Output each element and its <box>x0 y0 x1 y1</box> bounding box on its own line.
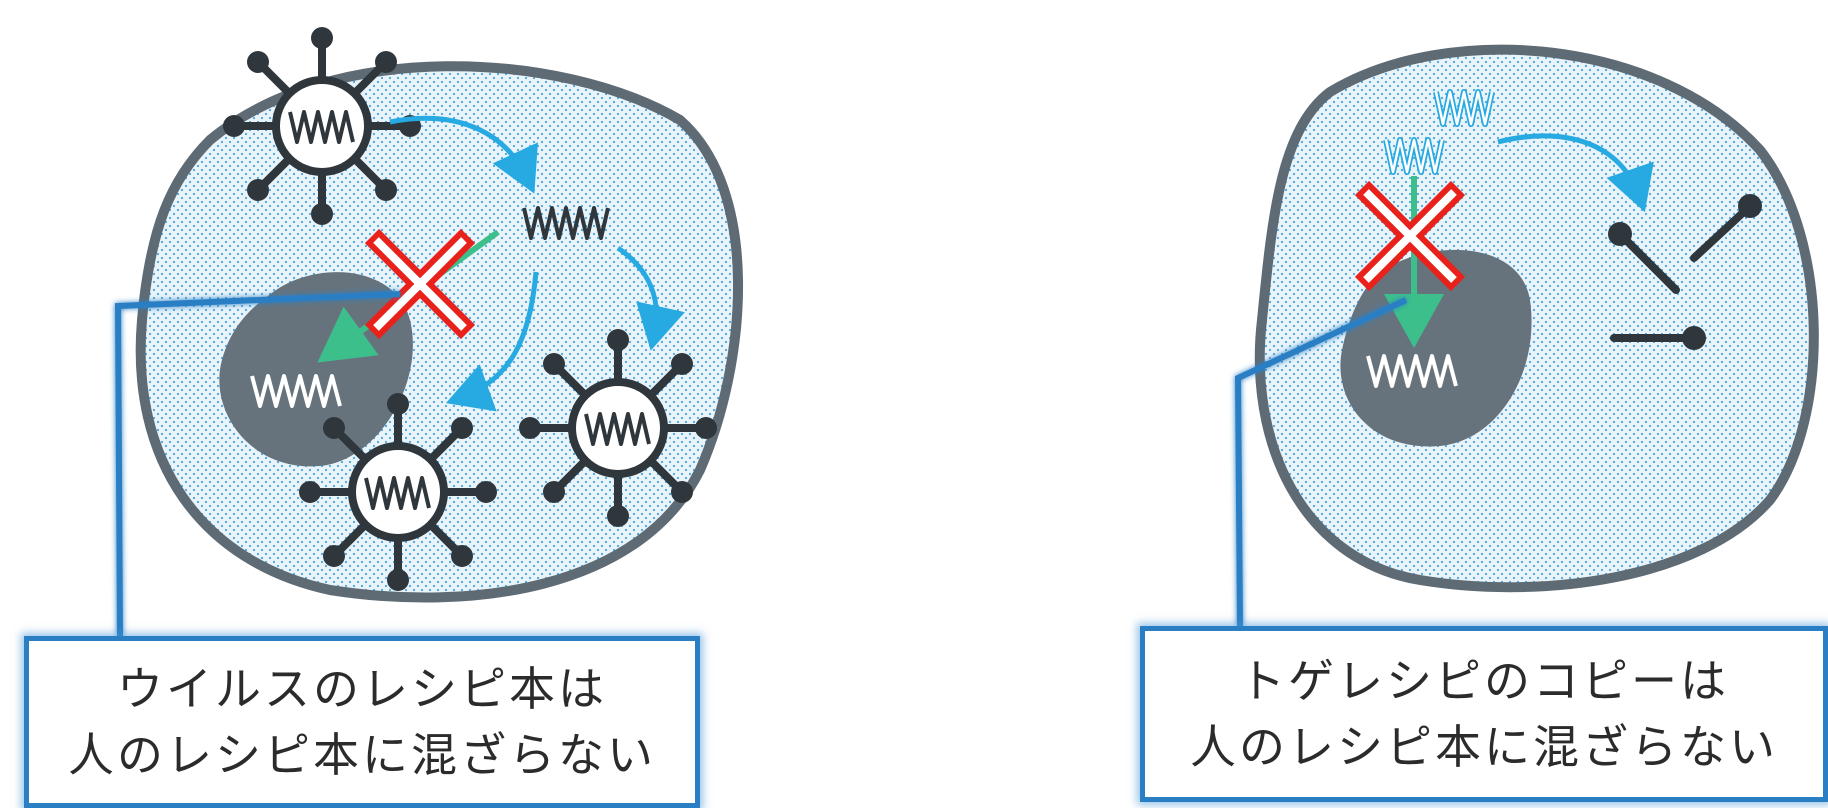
virus-icon <box>519 329 717 527</box>
rna-wave-icon <box>250 374 342 408</box>
arrow-icon <box>445 271 539 412</box>
spike-icon <box>1608 222 1680 294</box>
caption-left-line1: ウイルスのレシピ本は <box>117 662 607 716</box>
right-cell-panel <box>1234 44 1819 627</box>
virus-icon <box>299 393 497 591</box>
callout-line <box>1234 297 1408 627</box>
arrow-icon <box>1497 133 1654 213</box>
callout-line <box>114 291 401 637</box>
arrow-icon <box>389 115 538 194</box>
spike-icon <box>1610 326 1706 350</box>
caption-box-right: トゲレシピのコピーは 人のレシピ本に混ざらない <box>1140 626 1828 802</box>
spike-icon <box>1690 194 1762 262</box>
caption-left-line2: 人のレシピ本に混ざらない <box>68 728 656 782</box>
arrow-icon <box>616 245 685 351</box>
caption-right-line2: 人のレシピ本に混ざらない <box>1190 720 1778 774</box>
left-cell-panel <box>114 27 743 637</box>
caption-right-line1: トゲレシピのコピーは <box>1239 654 1729 708</box>
right-cell-membrane <box>1254 44 1819 593</box>
caption-box-left: ウイルスのレシピ本は 人のレシピ本に混ざらない <box>24 636 700 808</box>
rna-wave-icon <box>522 206 610 240</box>
rna-wave-icon <box>1366 354 1458 388</box>
virus-icon <box>223 27 421 225</box>
